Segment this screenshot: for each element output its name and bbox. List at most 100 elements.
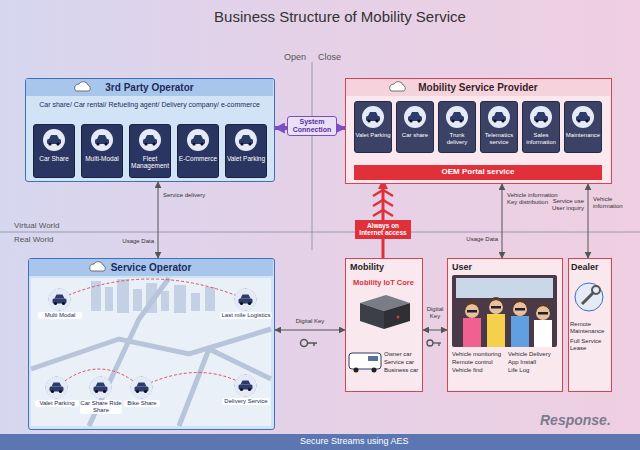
sunglasses bbox=[491, 306, 501, 309]
node-text: Mobility Service Provider bbox=[346, 79, 610, 94]
icon-circle bbox=[446, 106, 468, 128]
service-tile: Multi-Modal bbox=[81, 124, 123, 178]
node-text: App Install bbox=[508, 359, 560, 366]
car-wheel bbox=[51, 390, 54, 393]
person-body bbox=[511, 316, 529, 347]
service-tile: Sales information bbox=[522, 101, 560, 153]
map-label: Multi Modal bbox=[38, 312, 82, 319]
edge-label: Usage Data bbox=[462, 236, 498, 243]
icon-circle bbox=[572, 106, 594, 128]
world-divider bbox=[0, 232, 640, 233]
cloud-icon bbox=[90, 262, 106, 271]
map-icon-ring bbox=[90, 377, 111, 398]
person-body bbox=[534, 320, 552, 347]
node-text: Remote Maintenance bbox=[570, 321, 609, 335]
operator-panel: Car Share Multi-ModalFleet Management E-Co… bbox=[25, 78, 275, 182]
icon-circle bbox=[49, 289, 71, 311]
icon-circle bbox=[139, 129, 161, 151]
flow-label: Usage Data bbox=[118, 238, 154, 245]
key-icon bbox=[307, 342, 317, 344]
car-wheel bbox=[577, 119, 580, 122]
dealer-box: DealerRemote MaintenanceFull Service Lea… bbox=[568, 258, 612, 392]
car-wheel bbox=[248, 388, 251, 391]
van-window bbox=[368, 356, 378, 361]
mobility-box: MobilityMobility IoT CoreOwner carServic… bbox=[345, 258, 423, 392]
node-text: Valet Parking bbox=[355, 132, 391, 139]
sunglasses bbox=[515, 308, 525, 311]
key-icon bbox=[438, 343, 439, 346]
car-icon bbox=[452, 112, 462, 116]
bottom-strip bbox=[0, 434, 640, 450]
map-label: Bike Share bbox=[124, 400, 160, 407]
connector bbox=[382, 180, 385, 258]
node-text: User bbox=[452, 262, 552, 272]
car-icon bbox=[96, 383, 106, 387]
car-wheel bbox=[493, 119, 496, 122]
node-text: Vehicle find bbox=[452, 367, 506, 374]
icon-circle bbox=[404, 106, 426, 128]
node-text: E-Commerce bbox=[178, 155, 218, 162]
service-tile: Car Share bbox=[33, 124, 75, 178]
icon-circle bbox=[131, 377, 153, 399]
car-icon bbox=[145, 135, 155, 139]
icon-circle bbox=[488, 106, 510, 128]
car-wheel bbox=[200, 142, 203, 145]
node-text: Mobility bbox=[350, 262, 420, 272]
edge-label: Digital Key bbox=[423, 306, 447, 320]
edge-label: Digital Key bbox=[282, 318, 338, 325]
key-icon bbox=[433, 342, 441, 343]
header-band bbox=[346, 79, 610, 96]
car-wheel bbox=[59, 390, 62, 393]
node-text: Service car bbox=[384, 359, 420, 366]
car-wheel bbox=[585, 119, 588, 122]
car-wheel bbox=[144, 390, 147, 393]
key-icon bbox=[301, 340, 308, 347]
car-wheel bbox=[417, 119, 420, 122]
service-tile: Valet Parking bbox=[354, 101, 392, 153]
node-text: Fleet Management bbox=[130, 155, 170, 170]
car-icon bbox=[241, 135, 251, 139]
map-label: Last mile Logistics bbox=[220, 312, 272, 319]
car-icon bbox=[241, 381, 251, 385]
map-icon-ring bbox=[235, 375, 256, 396]
car-wheel bbox=[54, 302, 57, 305]
van-wheel bbox=[354, 368, 359, 373]
car-icon bbox=[241, 295, 251, 299]
person-hair bbox=[465, 301, 479, 311]
car-icon bbox=[578, 112, 588, 116]
car-wheel bbox=[248, 142, 251, 145]
car-wheel bbox=[136, 390, 139, 393]
node-illustration bbox=[226, 125, 266, 177]
building bbox=[161, 291, 169, 311]
dealer-icon bbox=[575, 283, 603, 311]
diagram-title: Business Structure of Mobility Service bbox=[180, 8, 500, 25]
car-icon bbox=[137, 383, 147, 387]
person-head bbox=[513, 302, 527, 316]
zone-label: Close bbox=[318, 52, 362, 62]
photo-window bbox=[456, 278, 553, 298]
person-body bbox=[487, 314, 505, 347]
building bbox=[205, 287, 215, 311]
van-wheel bbox=[372, 368, 377, 373]
node-illustration bbox=[355, 102, 391, 152]
car-wheel bbox=[192, 142, 195, 145]
icon-circle bbox=[91, 129, 113, 151]
icon-circle bbox=[43, 129, 65, 151]
car-wheel bbox=[56, 142, 59, 145]
car-wheel bbox=[96, 142, 99, 145]
flow-label: Vehicle information bbox=[593, 196, 633, 210]
road bbox=[179, 349, 271, 426]
node-text: Car share/ Car rental/ Refueling agent/ … bbox=[30, 101, 269, 109]
node-text: Car Share bbox=[34, 155, 74, 162]
iot-device bbox=[384, 303, 410, 329]
zone-label: Real World bbox=[14, 235, 84, 244]
node-text: Sales information bbox=[523, 132, 559, 146]
map-icon-ring bbox=[235, 289, 256, 310]
node-text: Business car bbox=[384, 367, 420, 374]
service-tile: Valet Parking bbox=[225, 124, 267, 178]
cloud-icon bbox=[390, 82, 406, 91]
car-wheel bbox=[451, 119, 454, 122]
car-icon bbox=[97, 135, 107, 139]
car-wheel bbox=[152, 142, 155, 145]
car-wheel bbox=[240, 388, 243, 391]
